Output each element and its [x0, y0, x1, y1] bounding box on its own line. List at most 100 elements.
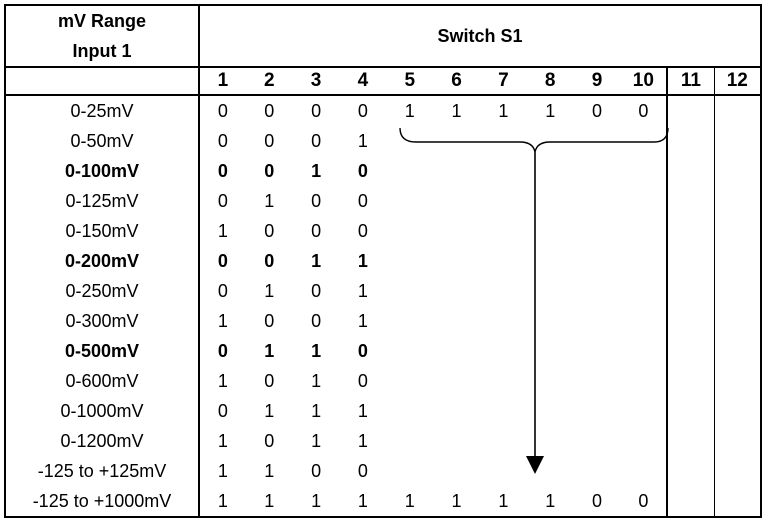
switch-bit-empty	[527, 246, 574, 276]
switch-bit-empty	[480, 276, 527, 306]
switch-bit-empty	[620, 186, 667, 216]
switch-bit-empty	[386, 396, 433, 426]
switch-bit-empty	[713, 94, 762, 126]
switch-number-8: 8	[526, 66, 574, 95]
switch-bit-empty	[433, 126, 480, 156]
range-label: 0-50mV	[4, 126, 200, 156]
range-label: 0-250mV	[4, 276, 200, 306]
switch-bit-empty	[386, 456, 433, 486]
switch-bit-empty	[480, 156, 527, 186]
switch-bit-7: 1	[479, 94, 527, 126]
switch-bit-empty	[574, 396, 621, 426]
switch-bit-empty	[574, 426, 621, 456]
switch-bit-3: 0	[311, 311, 322, 331]
switch-bit-empty	[713, 306, 762, 336]
switch-bit-8: 1	[526, 486, 574, 518]
switch-bit-empty	[666, 276, 715, 306]
switch-bit-empty	[620, 456, 667, 486]
switch-bit-3: 0	[311, 461, 322, 481]
switch-bit-2: 1	[264, 401, 275, 421]
switch-bit-2: 1	[264, 341, 275, 361]
switch-bit-4: 1	[357, 131, 368, 151]
switch-bit-empty	[527, 426, 574, 456]
switch-bit-4: 1	[357, 311, 368, 331]
switch-bit-empty	[386, 216, 433, 246]
switch-bit-3: 1	[311, 401, 322, 421]
switch-bit-empty	[480, 366, 527, 396]
switch-bit-empty	[574, 156, 621, 186]
range-label: 0-300mV	[4, 306, 200, 336]
switch-bit-empty	[574, 456, 621, 486]
switch-bit-6: 1	[433, 94, 480, 126]
switch-bit-5: 1	[386, 94, 434, 126]
switch-bit-empty	[527, 216, 574, 246]
switch-bit-empty	[713, 486, 762, 518]
switch-bit-4: 1	[339, 486, 387, 518]
range-label: 0-125mV	[4, 186, 200, 216]
switch-bit-empty	[480, 456, 527, 486]
switch-number-2: 2	[245, 66, 293, 95]
switch-bit-1: 0	[217, 161, 228, 181]
switch-bit-empty	[386, 126, 433, 156]
switch-number-1: 1	[199, 66, 246, 95]
switch-bit-empty	[666, 366, 715, 396]
switch-bit-empty	[666, 186, 715, 216]
switch-bit-3: 0	[311, 191, 322, 211]
switch-bit-empty	[480, 426, 527, 456]
switch-bit-empty	[480, 186, 527, 216]
switch-bit-empty	[433, 216, 480, 246]
switch-bit-empty	[433, 336, 480, 366]
switch-bit-4: 0	[357, 221, 368, 241]
switch-bit-empty	[713, 366, 762, 396]
switch-number-11: 11	[666, 66, 715, 95]
switch-bit-empty	[433, 186, 480, 216]
switch-bit-empty	[527, 336, 574, 366]
range-label: 0-25mV	[4, 94, 200, 126]
switch-bit-1: 1	[217, 431, 228, 451]
switch-number-12: 12	[713, 66, 762, 95]
switch-bit-empty	[713, 156, 762, 186]
switch-bit-4: 1	[357, 281, 368, 301]
switch-number-4: 4	[339, 66, 387, 95]
switch-bit-empty	[480, 126, 527, 156]
switch-bit-empty	[433, 456, 480, 486]
switch-bit-1: 1	[217, 311, 228, 331]
switch-bit-1: 0	[217, 131, 228, 151]
switch-bit-empty	[574, 306, 621, 336]
switch-bit-2: 0	[264, 161, 275, 181]
switch-bit-2: 1	[245, 486, 293, 518]
switch-bit-4: 1	[357, 431, 368, 451]
switch-bit-empty	[480, 336, 527, 366]
switch-bit-empty	[713, 456, 762, 486]
switch-bit-empty	[527, 306, 574, 336]
switch-bit-1: 0	[217, 251, 228, 271]
range-label: -125 to +1000mV	[4, 486, 200, 518]
range-label: 0-500mV	[4, 336, 200, 366]
switch-bit-empty	[620, 156, 667, 186]
switch-bit-empty	[620, 426, 667, 456]
switch-bit-1: 1	[217, 221, 228, 241]
switch-bit-empty	[527, 186, 574, 216]
switch-bit-empty	[386, 156, 433, 186]
switch-number-9: 9	[573, 66, 621, 95]
switch-bit-1: 1	[217, 371, 228, 391]
switch-bit-empty	[620, 276, 667, 306]
range-label: 0-1000mV	[4, 396, 200, 426]
switch-bit-2: 0	[264, 131, 275, 151]
switch-bit-7: 1	[479, 486, 527, 518]
switch-bit-empty	[527, 366, 574, 396]
switch-bit-1: 1	[217, 461, 228, 481]
switch-bit-2: 1	[264, 191, 275, 211]
switch-bit-empty	[620, 246, 667, 276]
switch-bit-empty	[527, 276, 574, 306]
switch-bit-4: 0	[357, 191, 368, 211]
switch-bit-3: 1	[311, 371, 322, 391]
switch-bit-empty	[527, 456, 574, 486]
switch-bit-empty	[386, 186, 433, 216]
